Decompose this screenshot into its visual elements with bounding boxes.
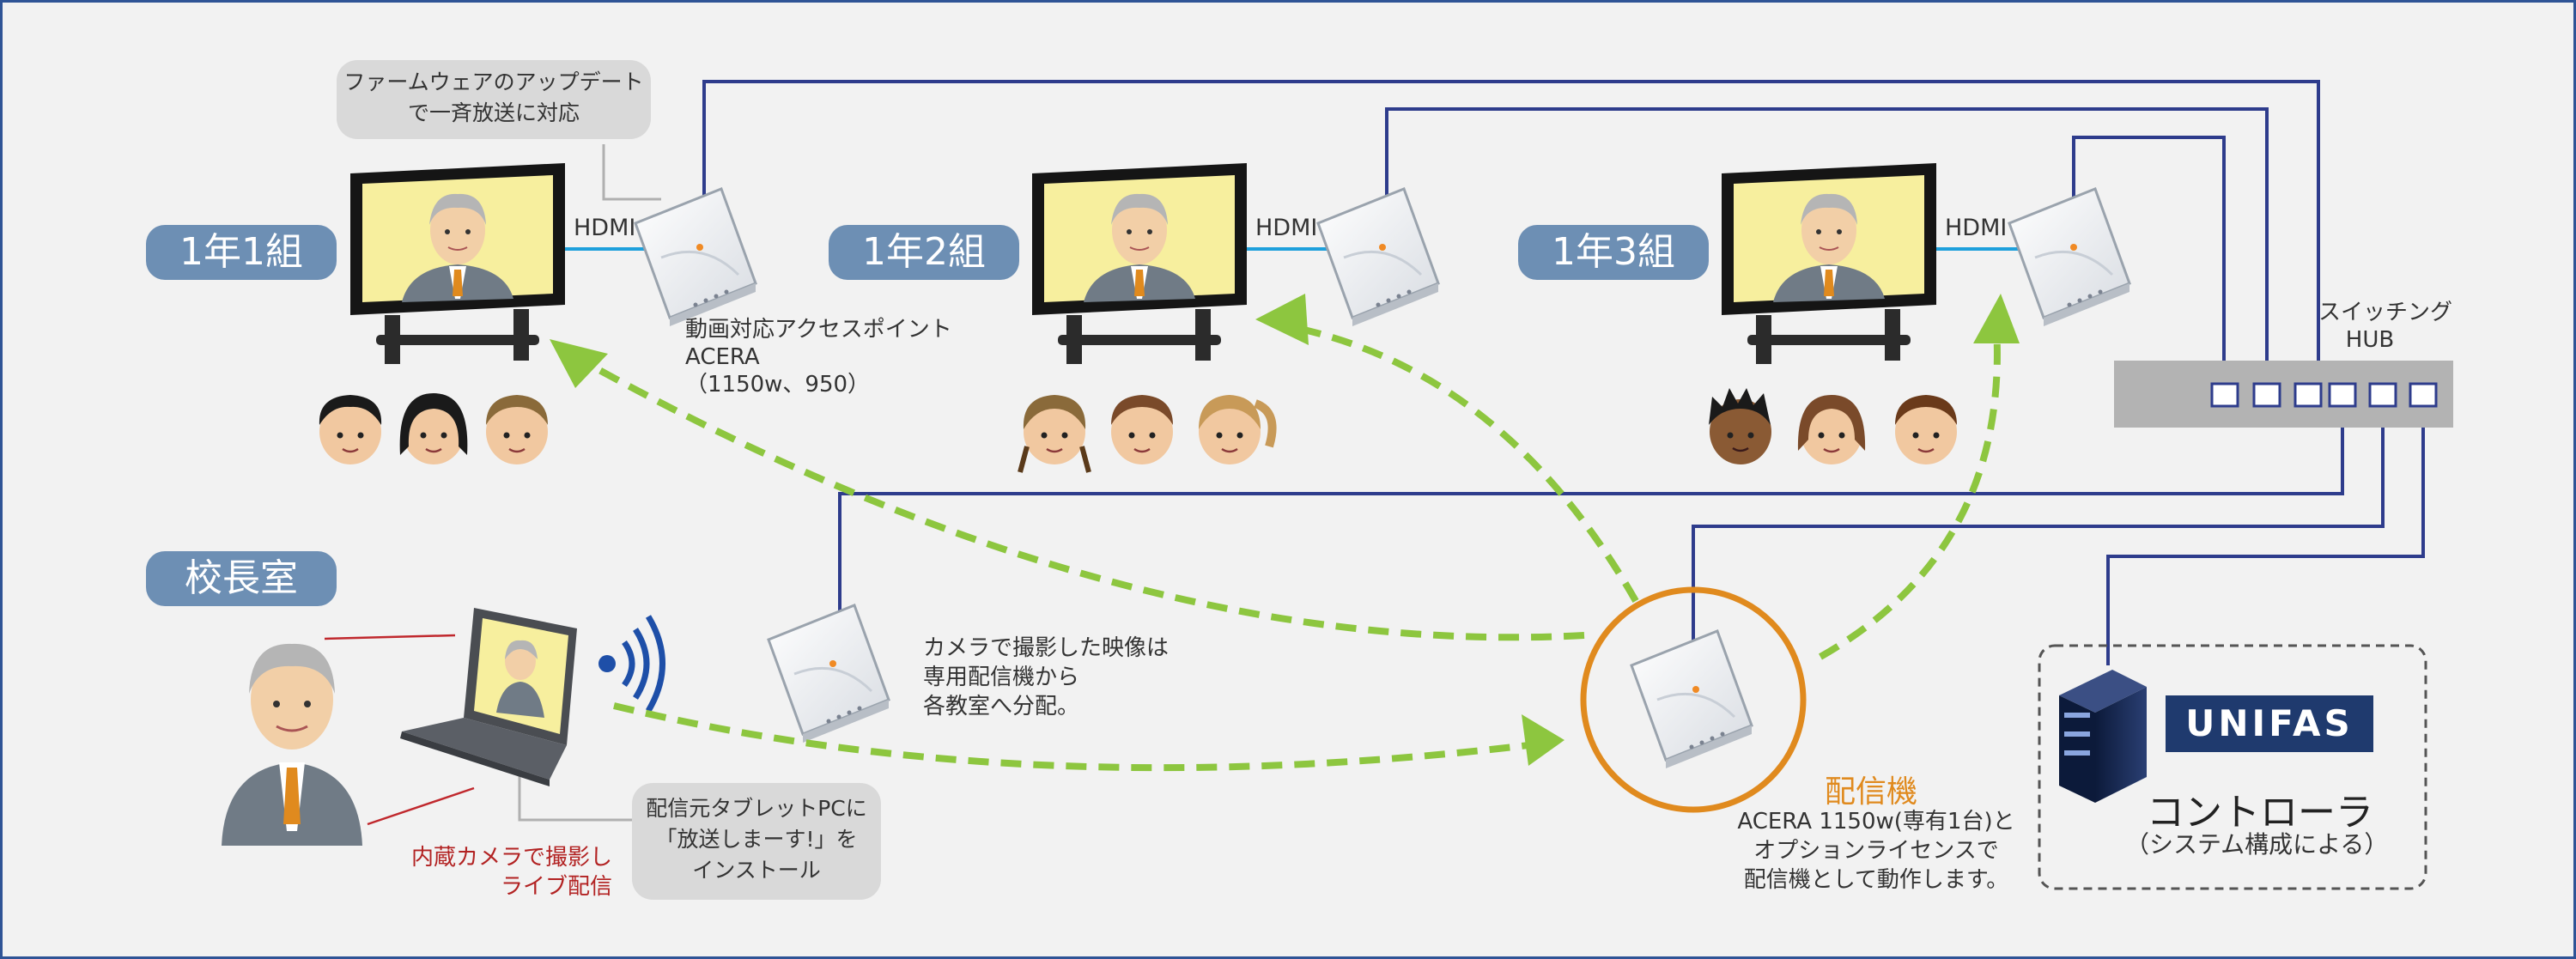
- wifi-signal-icon: [598, 615, 665, 713]
- classroom-3-tv: [1721, 162, 1937, 365]
- controller-subtitle: （システム構成による）: [2125, 830, 2389, 859]
- classroom-3-label: 1年3組: [1518, 225, 1709, 280]
- classroom-2-tv: [1031, 162, 1248, 365]
- switching-hub: [2114, 361, 2453, 428]
- distributor-access-point: [1630, 629, 1753, 770]
- classroom-2-label: 1年2組: [829, 225, 1019, 280]
- network-cables: [702, 80, 2425, 665]
- controller-server-icon: [2059, 670, 2147, 803]
- classroom-1-tv: [349, 162, 566, 365]
- distributor-description: ACERA 1150w(専有1台)と オプションライセンスで 配信機として動作し…: [1737, 809, 2015, 893]
- hdmi-label-1: HDMI: [574, 215, 636, 241]
- students-classroom-3: [1709, 388, 1959, 466]
- access-point-principal-room: [767, 604, 890, 744]
- callout-connectors: [518, 144, 661, 822]
- access-point-classroom-2: [1316, 187, 1440, 328]
- camera-pointer-lines: [324, 634, 475, 826]
- camera-distribution-note: カメラで撮影した映像は 専用配信機から 各教室へ分配。: [923, 635, 1170, 719]
- distributor-ring: [1580, 586, 1807, 813]
- classroom-1-label: 1年1組: [146, 225, 337, 280]
- firmware-update-note: ファームウェアのアップデート で一斉放送に対応: [337, 60, 651, 139]
- distributor-title: 配信機: [1825, 774, 1918, 810]
- live-streaming-note: 内蔵カメラで撮影し ライブ配信: [410, 845, 612, 900]
- access-point-classroom-1: [634, 187, 757, 328]
- hdmi-label-2: HDMI: [1255, 215, 1318, 241]
- controller-box: [2038, 644, 2427, 890]
- principal-room-label: 校長室: [146, 551, 337, 606]
- tablet-install-note: 配信元タブレットPCに 「放送しまーす!」を インストール: [632, 783, 881, 900]
- stream-arrows: [565, 323, 2001, 772]
- students-classroom-2: [1018, 395, 1277, 473]
- laptop-tablet-pc: [400, 608, 577, 786]
- hdmi-label-3: HDMI: [1945, 215, 2008, 241]
- access-point-label: 動画対応アクセスポイント ACERA （1150w、950）: [685, 317, 952, 398]
- access-point-classroom-3: [2008, 187, 2131, 328]
- unifas-logo: UNIFAS: [2166, 695, 2373, 752]
- students-classroom-1: [318, 393, 550, 466]
- principal-figure: [222, 643, 362, 846]
- stream-arrowheads: [550, 294, 2020, 766]
- controller-title: コントローラ: [2147, 791, 2373, 835]
- switching-hub-label: スイッチング HUB: [2318, 300, 2453, 353]
